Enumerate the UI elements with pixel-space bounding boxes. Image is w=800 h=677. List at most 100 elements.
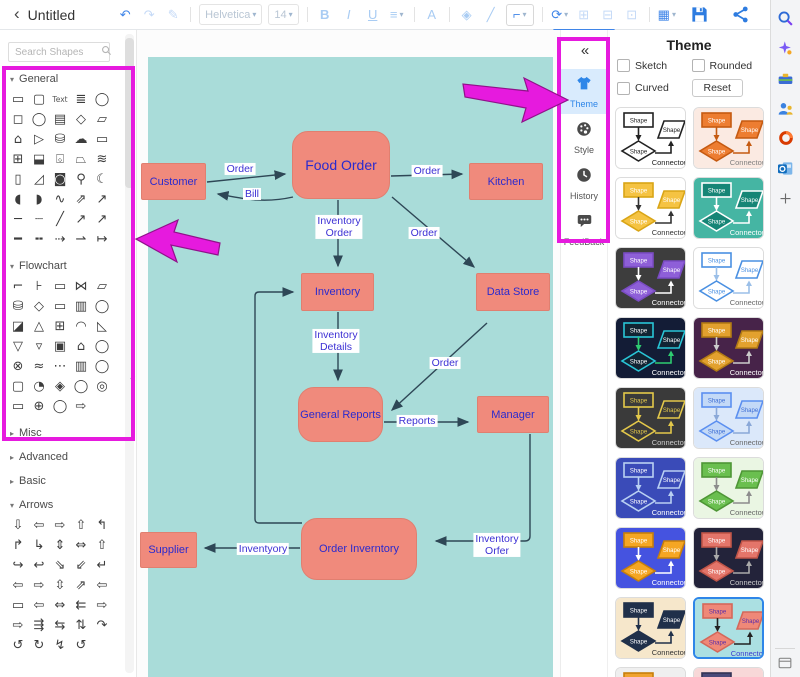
shape-swatch[interactable]: ◯ (94, 359, 110, 374)
font-size-select[interactable]: 14▾ (268, 4, 299, 25)
shape-swatch[interactable]: ⌐ (12, 279, 24, 294)
shape-group-button[interactable]: ⟳▾ (551, 5, 569, 25)
connector-style-button[interactable]: ⌐▾ (505, 3, 534, 26)
toolbox-icon[interactable] (776, 68, 796, 88)
shape-swatch[interactable]: ◔ (33, 379, 45, 394)
shape-swatch[interactable]: ▭ (95, 132, 109, 147)
shape-swatch[interactable]: ⇨ (96, 598, 108, 613)
italic-button[interactable]: I (340, 5, 358, 25)
shape-swatch[interactable]: ▯ (14, 172, 22, 187)
section-header-misc[interactable]: ▸Misc (0, 422, 136, 442)
checkbox-box[interactable] (691, 59, 705, 72)
shape-swatch[interactable]: ⇦ (12, 578, 24, 593)
flow-node-customer[interactable]: Customer (141, 163, 206, 200)
shape-swatch[interactable]: ⇗ (75, 192, 87, 207)
grid-button[interactable]: ▦▾ (658, 5, 676, 25)
shape-swatch[interactable]: ↺ (75, 638, 87, 653)
flow-node-order-inventory[interactable]: Order Inverntory (301, 518, 417, 580)
shape-swatch[interactable]: ↯ (54, 638, 66, 653)
shape-swatch[interactable]: ─ (14, 212, 22, 227)
left-panel-scrollbar[interactable] (125, 34, 134, 673)
shape-swatch[interactable]: ▥ (74, 359, 88, 374)
shape-swatch[interactable]: ⋈ (74, 279, 88, 294)
shape-swatch[interactable]: ⇔ (75, 538, 87, 553)
shape-swatch[interactable]: ↩ (33, 558, 45, 573)
flow-node-general-reports[interactable]: General Reports (298, 387, 383, 442)
shape-swatch[interactable]: ▿ (35, 339, 43, 354)
left-panel-scrollbar-thumb[interactable] (125, 38, 134, 188)
shape-swatch[interactable]: ▷ (34, 132, 44, 147)
shape-swatch[interactable]: ◺ (97, 319, 107, 334)
shape-swatch[interactable]: ⇔ (54, 598, 66, 613)
shape-swatch[interactable]: ⇳ (54, 578, 66, 593)
shape-swatch[interactable]: ◯ (94, 339, 110, 354)
shape-swatch[interactable]: ↗ (96, 212, 108, 227)
shape-swatch[interactable]: ↻ (33, 638, 45, 653)
shape-swatch[interactable]: ☁ (74, 132, 88, 147)
shape-swatch[interactable]: ⊞ (12, 152, 24, 167)
edge-label-order[interactable]: Order (224, 162, 256, 176)
share-button[interactable] (731, 5, 750, 24)
document-title[interactable]: Untitled (27, 6, 76, 23)
redo-icon[interactable]: ↷ (140, 5, 158, 25)
shape-swatch[interactable]: ▣ (53, 339, 67, 354)
edge-label-order[interactable]: Order (408, 226, 440, 240)
shape-swatch[interactable]: ╍ (35, 232, 43, 247)
window-icon[interactable] (775, 653, 795, 673)
left-panel-collapse-handle[interactable]: « (130, 373, 136, 384)
shape-swatch[interactable]: ▤ (53, 112, 67, 127)
shape-swatch[interactable]: ⇗ (75, 578, 87, 593)
edge-label-order[interactable]: Order (411, 164, 443, 178)
shape-search-box[interactable] (8, 42, 112, 62)
shape-swatch[interactable]: ☾ (96, 172, 108, 187)
section-header-arrows[interactable]: ▾Arrows (0, 494, 136, 514)
shape-swatch[interactable]: ⊞ (54, 319, 66, 334)
tab-style[interactable]: Style (561, 114, 607, 160)
shape-swatch[interactable]: ↗ (96, 192, 108, 207)
checkbox-curved[interactable]: Curved (617, 81, 690, 95)
bold-button[interactable]: B (316, 5, 334, 25)
section-header-advanced[interactable]: ▸Advanced (0, 446, 136, 466)
outlook-icon[interactable] (776, 158, 796, 178)
shape-swatch[interactable]: ↦ (96, 232, 108, 247)
tab-feedback[interactable]: FeedBack (561, 206, 607, 252)
edge-label-inventory-order[interactable]: Inventory Order (315, 214, 363, 240)
font-color-button[interactable]: A (423, 5, 441, 25)
tab-theme[interactable]: Theme (561, 69, 607, 114)
shape-swatch[interactable]: ◗ (35, 192, 43, 207)
shape-swatch[interactable]: ↵ (96, 558, 108, 573)
shape-swatch[interactable]: △ (34, 319, 44, 334)
shape-swatch[interactable]: ⇇ (75, 598, 87, 613)
shape-swatch[interactable]: ↰ (96, 518, 108, 533)
shape-swatch[interactable]: ◯ (94, 92, 110, 107)
shape-swatch[interactable]: ⇧ (96, 538, 108, 553)
shape-swatch[interactable]: ◠ (75, 319, 87, 334)
shape-swatch[interactable]: ⇆ (54, 618, 66, 633)
shape-swatch[interactable]: ⌺ (56, 152, 64, 167)
shape-swatch[interactable]: ▽ (13, 339, 23, 354)
search-input[interactable] (13, 45, 101, 59)
shape-swatch[interactable]: ▢ (11, 379, 25, 394)
shape-swatch[interactable]: ⇨ (54, 518, 66, 533)
edge-label-bill[interactable]: Bill (242, 187, 262, 201)
save-button[interactable] (690, 5, 709, 24)
shape-swatch[interactable]: ⇙ (75, 558, 87, 573)
section-header-flowchart[interactable]: ▾Flowchart (0, 255, 136, 275)
format-painter-icon[interactable]: ✎ (164, 5, 182, 25)
shape-swatch[interactable]: ◎ (96, 379, 108, 394)
shape-swatch[interactable]: ⏢ (75, 152, 87, 167)
section-header-general[interactable]: ▾General (0, 68, 136, 88)
flow-node-inventory[interactable]: Inventory (301, 273, 374, 311)
edge-label-reports[interactable]: Reports (396, 414, 438, 428)
flow-node-food-order[interactable]: Food Order (292, 131, 390, 199)
shape-swatch[interactable]: ↪ (12, 558, 24, 573)
